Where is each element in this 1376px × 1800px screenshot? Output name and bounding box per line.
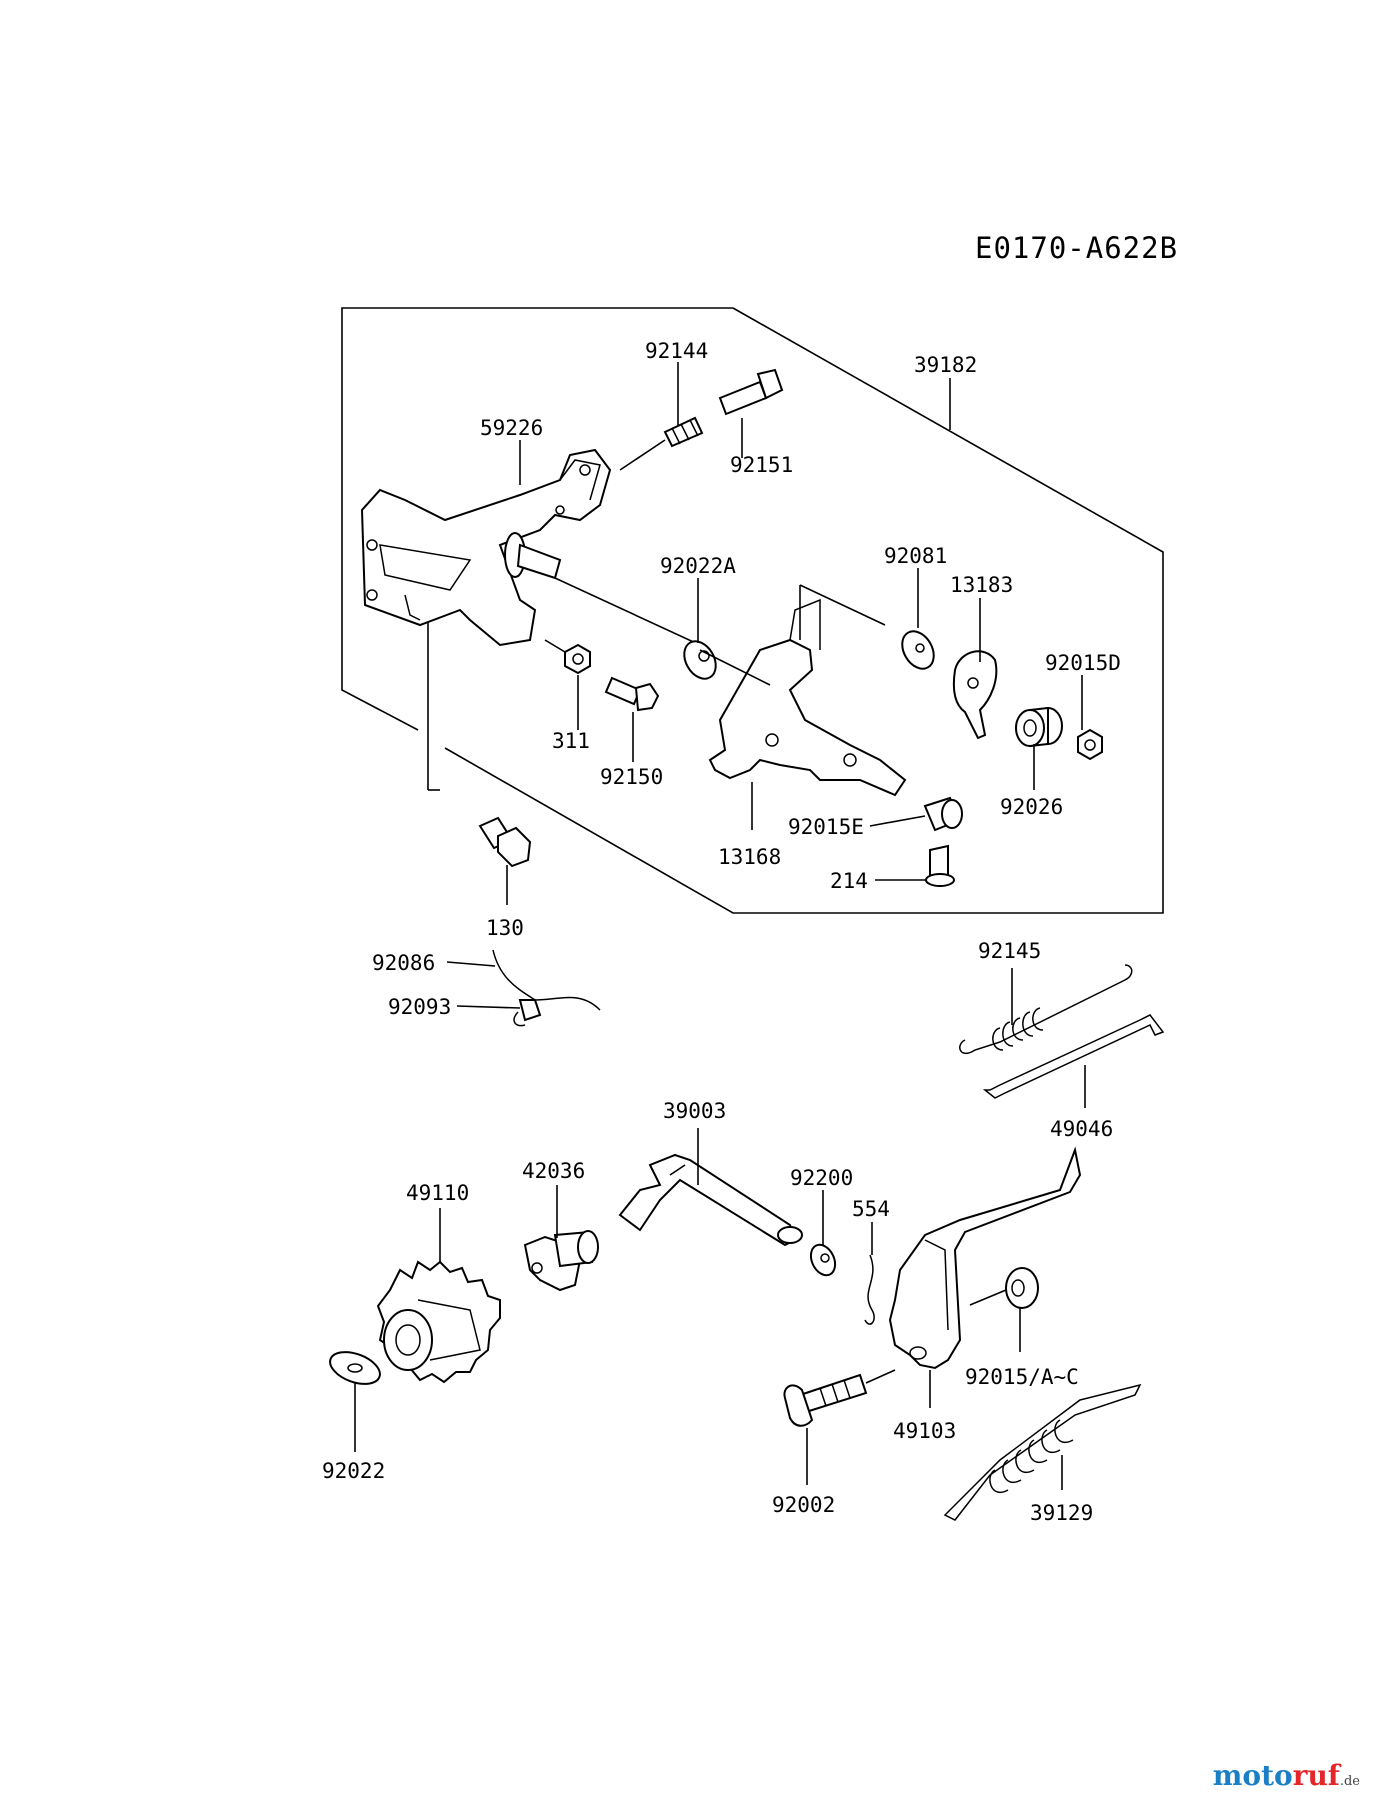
bolt-92002-part: [783, 1369, 896, 1427]
label-92002: 92002: [772, 1493, 835, 1517]
cam-13183-part: [952, 650, 998, 740]
label-92026: 92026: [1000, 795, 1063, 819]
spring-92145-part: [959, 964, 1133, 1055]
spring-39129-part: [943, 1383, 1142, 1521]
label-13168: 13168: [718, 845, 781, 869]
label-39003: 39003: [663, 1099, 726, 1123]
brand-part-1: moto: [1212, 1759, 1293, 1792]
label-92015E: 92015E: [788, 815, 864, 839]
assembly-outline: [341, 307, 733, 731]
rod-49046-part: [982, 1014, 1165, 1099]
barrel-92015E-part: [923, 796, 963, 832]
part-42036-part: [523, 1230, 599, 1292]
label-554: 554: [852, 1197, 890, 1221]
label-13183: 13183: [950, 573, 1013, 597]
label-92200: 92200: [790, 1166, 853, 1190]
label-92145: 92145: [978, 939, 1041, 963]
shaft-39003-part: [618, 1153, 803, 1247]
wire-92086-part: [492, 949, 601, 1027]
nut-92015AC-part: [969, 1267, 1039, 1309]
collar-92026-part: [1015, 706, 1063, 748]
label-39182: 39182: [914, 353, 977, 377]
label-42036: 42036: [522, 1159, 585, 1183]
bracket-59226-part: [360, 448, 612, 647]
label-92150: 92150: [600, 765, 663, 789]
diagram-code: E0170-A622B: [975, 231, 1178, 265]
label-92022: 92022: [322, 1459, 385, 1483]
label-92015AC: 92015/A~C: [965, 1365, 1079, 1389]
leader-lines: [354, 362, 1086, 1490]
washer-92081-part: [901, 630, 935, 670]
label-59226: 59226: [480, 416, 543, 440]
label-92093: 92093: [388, 995, 451, 1019]
spring-92144-part: [619, 416, 704, 471]
label-92086: 92086: [372, 951, 435, 975]
nut-92015D-part: [1077, 728, 1103, 761]
brand-part-3: .de: [1339, 1774, 1360, 1789]
label-130: 130: [486, 916, 524, 940]
label-49046: 49046: [1050, 1117, 1113, 1141]
arm-49103-part: [888, 1146, 1082, 1370]
pin-554-part: [864, 1254, 875, 1325]
label-92144: 92144: [645, 339, 708, 363]
label-49110: 49110: [406, 1181, 469, 1205]
label-92151: 92151: [730, 453, 793, 477]
label-311: 311: [552, 729, 590, 753]
gear-49110-part: [376, 1260, 501, 1384]
assembly-outline-lower: [444, 307, 1164, 914]
washer-92022A-part: [683, 640, 717, 680]
bolt-92151-part: [718, 368, 784, 416]
brand-logo: motoruf.de: [1213, 1759, 1360, 1792]
washer-92200-part: [809, 1243, 837, 1277]
stud-part: [504, 532, 701, 646]
screw-214-part: [925, 844, 955, 887]
label-92081: 92081: [884, 544, 947, 568]
nut-311-part: [544, 639, 591, 675]
label-92022A: 92022A: [660, 554, 736, 578]
bolt-130-part: [478, 816, 532, 868]
bolt-92150-part: [604, 676, 660, 712]
lever-13168-part: [699, 584, 907, 797]
label-214: 214: [830, 869, 868, 893]
label-39129: 39129: [1030, 1501, 1093, 1525]
label-49103: 49103: [893, 1419, 956, 1443]
washer-92022-part: [329, 1351, 381, 1385]
brand-part-2: ruf: [1292, 1759, 1340, 1792]
label-92015D: 92015D: [1045, 651, 1121, 675]
